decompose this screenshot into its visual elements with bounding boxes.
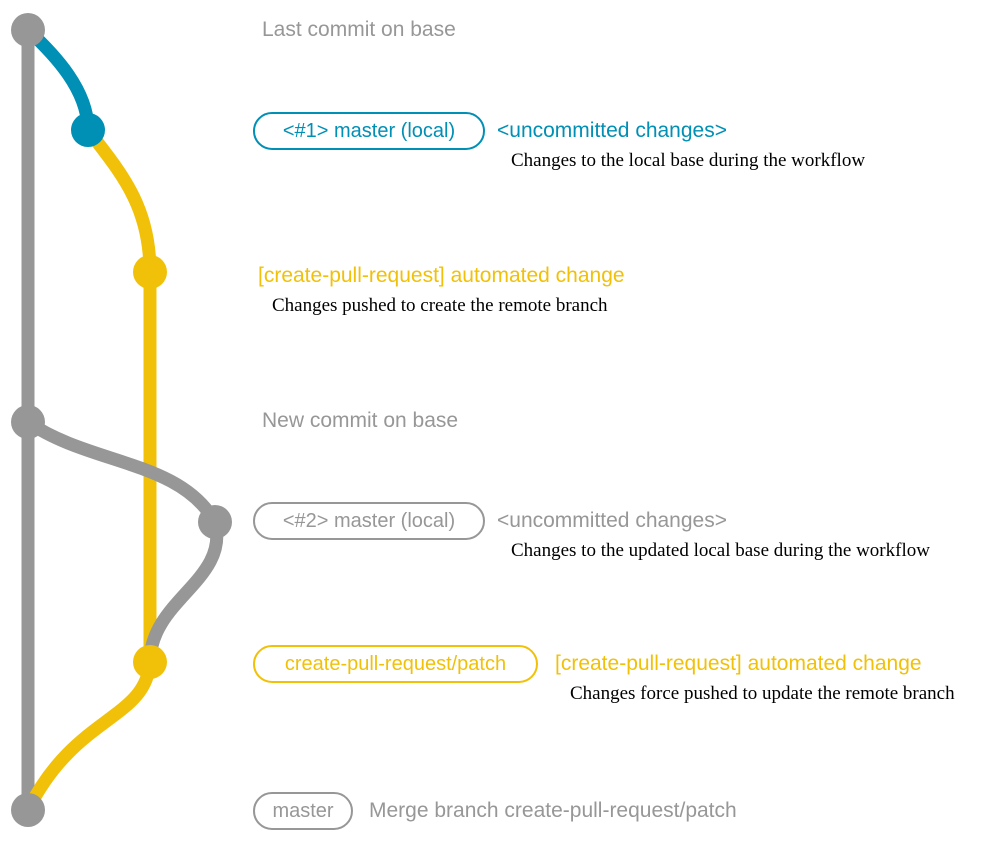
commit-dot-base-tip — [11, 13, 45, 47]
commit-dot-merge — [11, 793, 45, 827]
new-commit-label: New commit on base — [262, 409, 459, 432]
branch-badge-master-local-2: <#2> master (local) — [253, 502, 485, 540]
commit-dot-automated-change-1 — [133, 255, 167, 289]
merge-commit-label: Merge branch create-pull-request/patch — [369, 799, 737, 822]
commit-dot-new-base — [11, 405, 45, 439]
workflow-description-2: Changes to the updated local base during… — [511, 540, 930, 561]
automated-change-title-2: [create-pull-request] automated change — [555, 652, 922, 675]
workflow-description-1: Changes to the local base during the wor… — [511, 150, 866, 171]
commit-dot-automated-change-2 — [133, 645, 167, 679]
commit-dot-local-uncommitted-2 — [198, 505, 232, 539]
branch-badge-master-local-1: <#1> master (local) — [253, 112, 485, 150]
updated-local-branch-path — [24, 416, 224, 663]
commit-dot-local-uncommitted-1 — [71, 113, 105, 147]
automated-change-title-1: [create-pull-request] automated change — [258, 264, 625, 287]
last-commit-label: Last commit on base — [262, 18, 456, 41]
branch-badge-create-pull-request-patch: create-pull-request/patch — [253, 645, 538, 683]
automated-change-description-2: Changes force pushed to update the remot… — [570, 683, 955, 704]
uncommitted-changes-title-1: <uncommitted changes> — [497, 119, 727, 142]
local-branch-curve — [23, 25, 95, 131]
uncommitted-changes-title-2: <uncommitted changes> — [497, 509, 727, 532]
automated-change-description-1: Changes pushed to create the remote bran… — [272, 295, 608, 316]
branch-badge-master: master — [253, 792, 353, 830]
